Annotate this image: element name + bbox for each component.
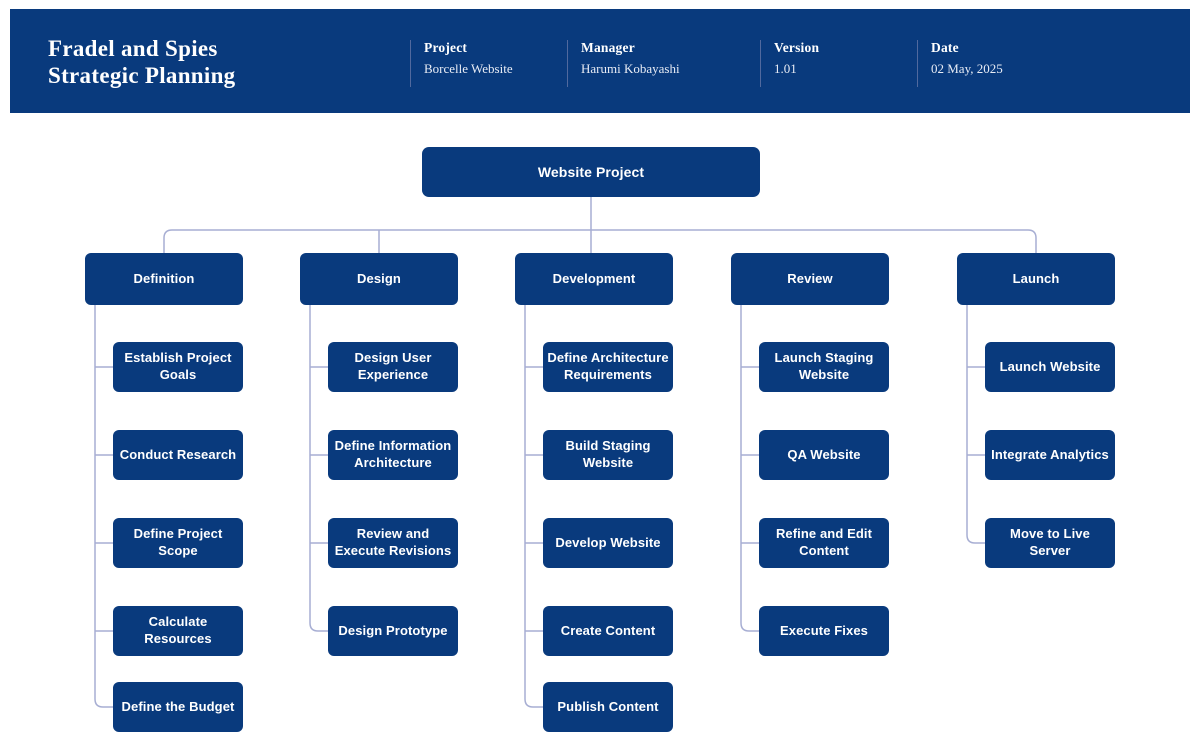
node-design-prototype: Design Prototype [328, 606, 458, 656]
node-website-project: Website Project [422, 147, 760, 197]
node-definition: Definition [85, 253, 243, 305]
page-title-line1: Fradel and Spies [48, 36, 218, 61]
node-qa-website: QA Website [759, 430, 889, 480]
node-define-information-architecture: Define Information Architecture [328, 430, 458, 480]
node-publish-content: Publish Content [543, 682, 673, 732]
node-launch: Launch [957, 253, 1115, 305]
field-label: Manager [581, 40, 635, 55]
field-value: 1.01 [774, 61, 797, 76]
node-design-user-experience: Design User Experience [328, 342, 458, 392]
field-value: 02 May, 2025 [931, 61, 1003, 76]
header-band: Fradel and Spies Strategic Planning Proj… [10, 9, 1190, 113]
node-build-staging-website: Build Staging Website [543, 430, 673, 480]
node-review-and-execute-revisions: Review and Execute Revisions [328, 518, 458, 568]
node-define-architecture-requirements: Define Architecture Requirements [543, 342, 673, 392]
field-label: Version [774, 40, 820, 55]
field-value: Harumi Kobayashi [581, 61, 680, 76]
header-field-date: Date 02 May, 2025 [917, 40, 1003, 87]
node-move-to-live-server: Move to Live Server [985, 518, 1115, 568]
node-define-project-scope: Define Project Scope [113, 518, 243, 568]
node-define-the-budget: Define the Budget [113, 682, 243, 732]
node-calculate-resources: Calculate Resources [113, 606, 243, 656]
node-launch-website: Launch Website [985, 342, 1115, 392]
node-review: Review [731, 253, 889, 305]
node-refine-and-edit-content: Refine and Edit Content [759, 518, 889, 568]
header-field-version: Version 1.01 [760, 40, 819, 87]
node-integrate-analytics: Integrate Analytics [985, 430, 1115, 480]
node-development: Development [515, 253, 673, 305]
node-execute-fixes: Execute Fixes [759, 606, 889, 656]
field-label: Date [931, 40, 959, 55]
node-design: Design [300, 253, 458, 305]
node-develop-website: Develop Website [543, 518, 673, 568]
field-label: Project [424, 40, 468, 55]
node-launch-staging-website: Launch Staging Website [759, 342, 889, 392]
node-create-content: Create Content [543, 606, 673, 656]
node-establish-project-goals: Establish Project Goals [113, 342, 243, 392]
field-value: Borcelle Website [424, 61, 513, 76]
page-title-line2: Strategic Planning [48, 63, 236, 88]
node-conduct-research: Conduct Research [113, 430, 243, 480]
page-title: Fradel and Spies Strategic Planning [48, 35, 235, 89]
